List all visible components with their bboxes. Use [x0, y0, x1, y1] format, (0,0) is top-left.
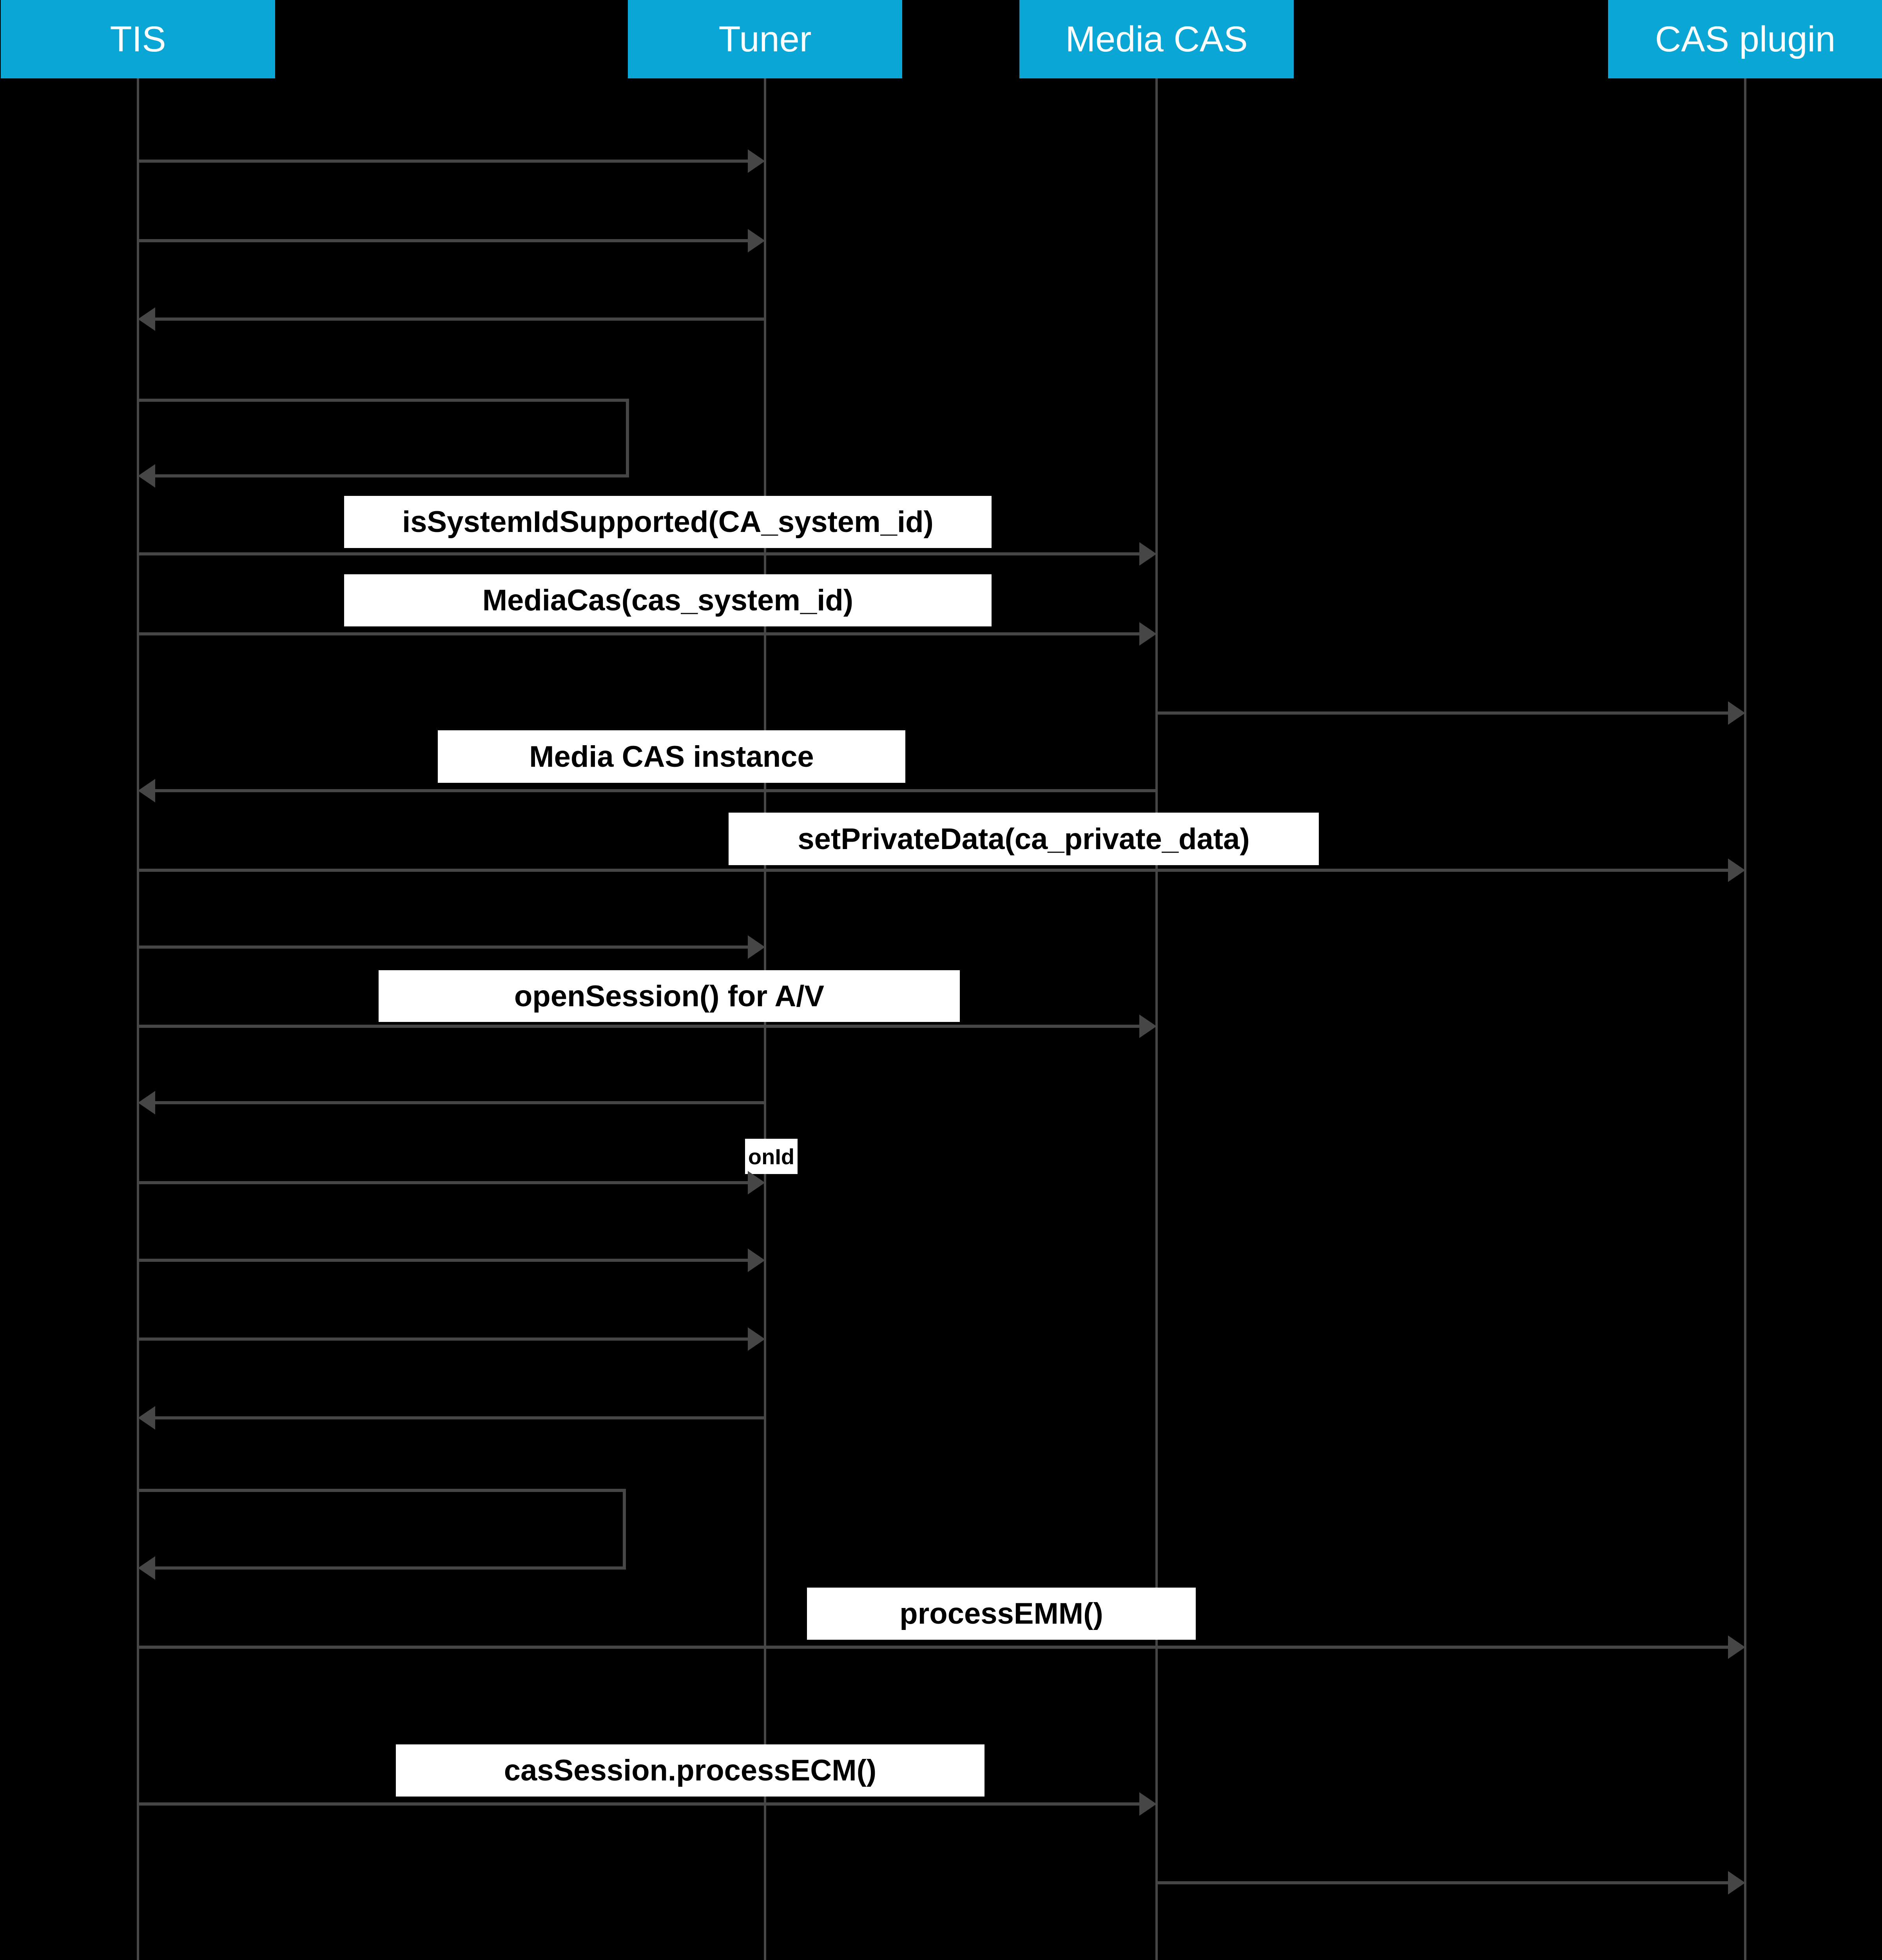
arrowhead-left	[138, 1406, 155, 1430]
message-label: openSession() for A/V	[379, 970, 960, 1022]
arrowhead-left	[138, 307, 155, 331]
participant-header-tuner-top: Tuner	[628, 0, 902, 78]
message-label: Media CAS instance	[438, 730, 905, 783]
arrowhead-right	[748, 229, 765, 252]
arrowhead-right	[1728, 1871, 1745, 1895]
arrowhead-right	[1139, 542, 1157, 566]
message-arrow-line	[138, 1025, 1139, 1028]
participant-header-mediacas-top: Media CAS	[1019, 0, 1294, 78]
message-arrow-line	[138, 1338, 748, 1341]
self-message-bottom-line	[155, 474, 629, 477]
self-message-bottom-line	[155, 1566, 626, 1570]
arrowhead-right	[748, 1249, 765, 1272]
arrowhead-right	[1139, 1014, 1157, 1038]
arrowhead-right	[1139, 622, 1157, 646]
arrowhead-right	[748, 1327, 765, 1351]
message-arrow-line	[138, 869, 1728, 872]
message-arrow-line	[138, 946, 748, 949]
arrowhead-right	[748, 935, 765, 959]
message-arrow-line	[138, 1259, 748, 1262]
message-note: onId	[745, 1139, 798, 1174]
message-arrow-line	[155, 1101, 765, 1104]
message-arrow-line	[138, 552, 1139, 555]
message-arrow-line	[138, 239, 748, 242]
self-message-top-line	[138, 399, 629, 402]
message-arrow-line	[155, 318, 765, 321]
message-arrow-line	[138, 160, 748, 163]
message-label: casSession.processECM()	[396, 1744, 985, 1797]
lifeline-casplugin	[1744, 78, 1746, 1960]
message-arrow-line	[138, 1802, 1139, 1806]
arrowhead-right	[1728, 858, 1745, 882]
lifeline-mediacas	[1155, 78, 1158, 1960]
message-arrow-line	[1157, 1881, 1728, 1884]
arrowhead-left	[138, 1091, 155, 1114]
arrowhead-right	[748, 149, 765, 173]
self-message-right-line	[626, 399, 629, 477]
arrowhead-left	[138, 779, 155, 802]
message-arrow-line	[138, 632, 1139, 635]
message-arrow-line	[1157, 711, 1728, 715]
self-message-top-line	[138, 1489, 626, 1492]
arrowhead-right	[1728, 701, 1745, 725]
participant-header-casplugin-top: CAS plugin	[1608, 0, 1882, 78]
message-arrow-line	[138, 1646, 1728, 1649]
message-label: isSystemIdSupported(CA_system_id)	[344, 496, 992, 548]
arrowhead-right	[1728, 1635, 1745, 1659]
message-arrow-line	[155, 789, 1157, 792]
arrowhead-right	[748, 1171, 765, 1194]
arrowhead-left	[138, 464, 155, 488]
message-label: processEMM()	[807, 1588, 1196, 1640]
arrowhead-right	[1139, 1792, 1157, 1816]
message-label: setPrivateData(ca_private_data)	[729, 813, 1319, 865]
arrowhead-left	[138, 1556, 155, 1580]
message-arrow-line	[138, 1181, 748, 1184]
message-arrow-line	[155, 1416, 765, 1419]
participant-header-tis-top: TIS	[1, 0, 275, 78]
self-message-right-line	[623, 1489, 626, 1570]
message-label: MediaCas(cas_system_id)	[344, 574, 992, 626]
lifeline-tis	[137, 78, 139, 1960]
